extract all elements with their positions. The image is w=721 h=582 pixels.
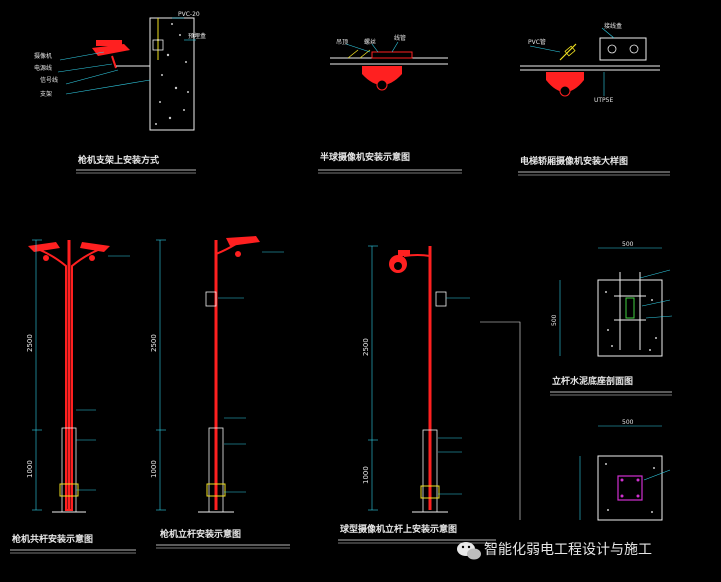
- single-dim-upper: 2500: [150, 334, 158, 352]
- dome-label-conduit: 线管: [394, 34, 406, 42]
- single-dim-lower: 1000: [150, 460, 158, 478]
- dome-pole-detail: 2500 1000 球型摄像机立杆上安装示意图: [338, 245, 521, 544]
- foundation-plan-dim: 500: [622, 419, 634, 426]
- elevator-title: 电梯轿厢摄像机安装大样图: [520, 155, 628, 167]
- elevator-label-utp: UTP5E: [594, 97, 613, 104]
- wechat-icon: [457, 542, 481, 560]
- twin-pole-detail: 2500 1000 枪机共杆安装示意图: [10, 239, 136, 554]
- twin-pole-title: 枪机共杆安装示意图: [12, 533, 93, 545]
- twin-dim-upper: 2500: [26, 334, 34, 352]
- foundation-plan-detail: 500: [579, 419, 671, 521]
- dome-label-ceiling: 吊顶: [336, 39, 348, 46]
- wall-mount-title: 枪机支架上安装方式: [78, 154, 159, 166]
- dome-ceiling-detail: 吊顶 螺丝 线管 半球摄像机安装示意图: [318, 34, 462, 174]
- foundation-section-detail: 500 500 立杆水泥底座剖面图: [550, 241, 673, 396]
- dome-label-screw: 螺丝: [364, 38, 376, 46]
- wall-mount-detail: PVC-20 预埋盒 摄像机 电源线 信号线 支架 枪机支架上安装方式: [34, 11, 206, 174]
- twin-dim-lower: 1000: [26, 460, 34, 478]
- foundation-section-dim-width: 500: [622, 241, 634, 248]
- dome-pole-title: 球型摄像机立杆上安装示意图: [340, 523, 457, 535]
- dome-pole-dim-upper: 2500: [362, 338, 370, 356]
- watermark-text: 智能化弱电工程设计与施工: [484, 542, 652, 558]
- dome-ceiling-title: 半球摄像机安装示意图: [320, 151, 410, 163]
- wall-label-box: 预埋盒: [188, 32, 206, 40]
- single-pole-detail: 2500 1000 枪机立杆安装示意图: [150, 236, 290, 549]
- wall-label-bracket: 支架: [40, 90, 52, 98]
- foundation-section-dim-height: 500: [551, 314, 558, 326]
- wall-label-power: 电源线: [34, 64, 52, 72]
- single-pole-title: 枪机立杆安装示意图: [160, 528, 241, 540]
- elevator-label-pvc: PVC管: [528, 38, 546, 46]
- wall-label-camera: 摄像机: [34, 52, 52, 60]
- foundation-section-title: 立杆水泥底座剖面图: [552, 375, 633, 387]
- wall-label-signal: 信号线: [40, 76, 58, 84]
- elevator-dome-detail: PVC管 接线盒 UTP5E 电梯轿厢摄像机安装大样图: [518, 22, 670, 176]
- dome-pole-dim-lower: 1000: [362, 466, 370, 484]
- wall-label-pvc: PVC-20: [178, 11, 200, 18]
- elevator-label-box: 接线盒: [604, 22, 622, 30]
